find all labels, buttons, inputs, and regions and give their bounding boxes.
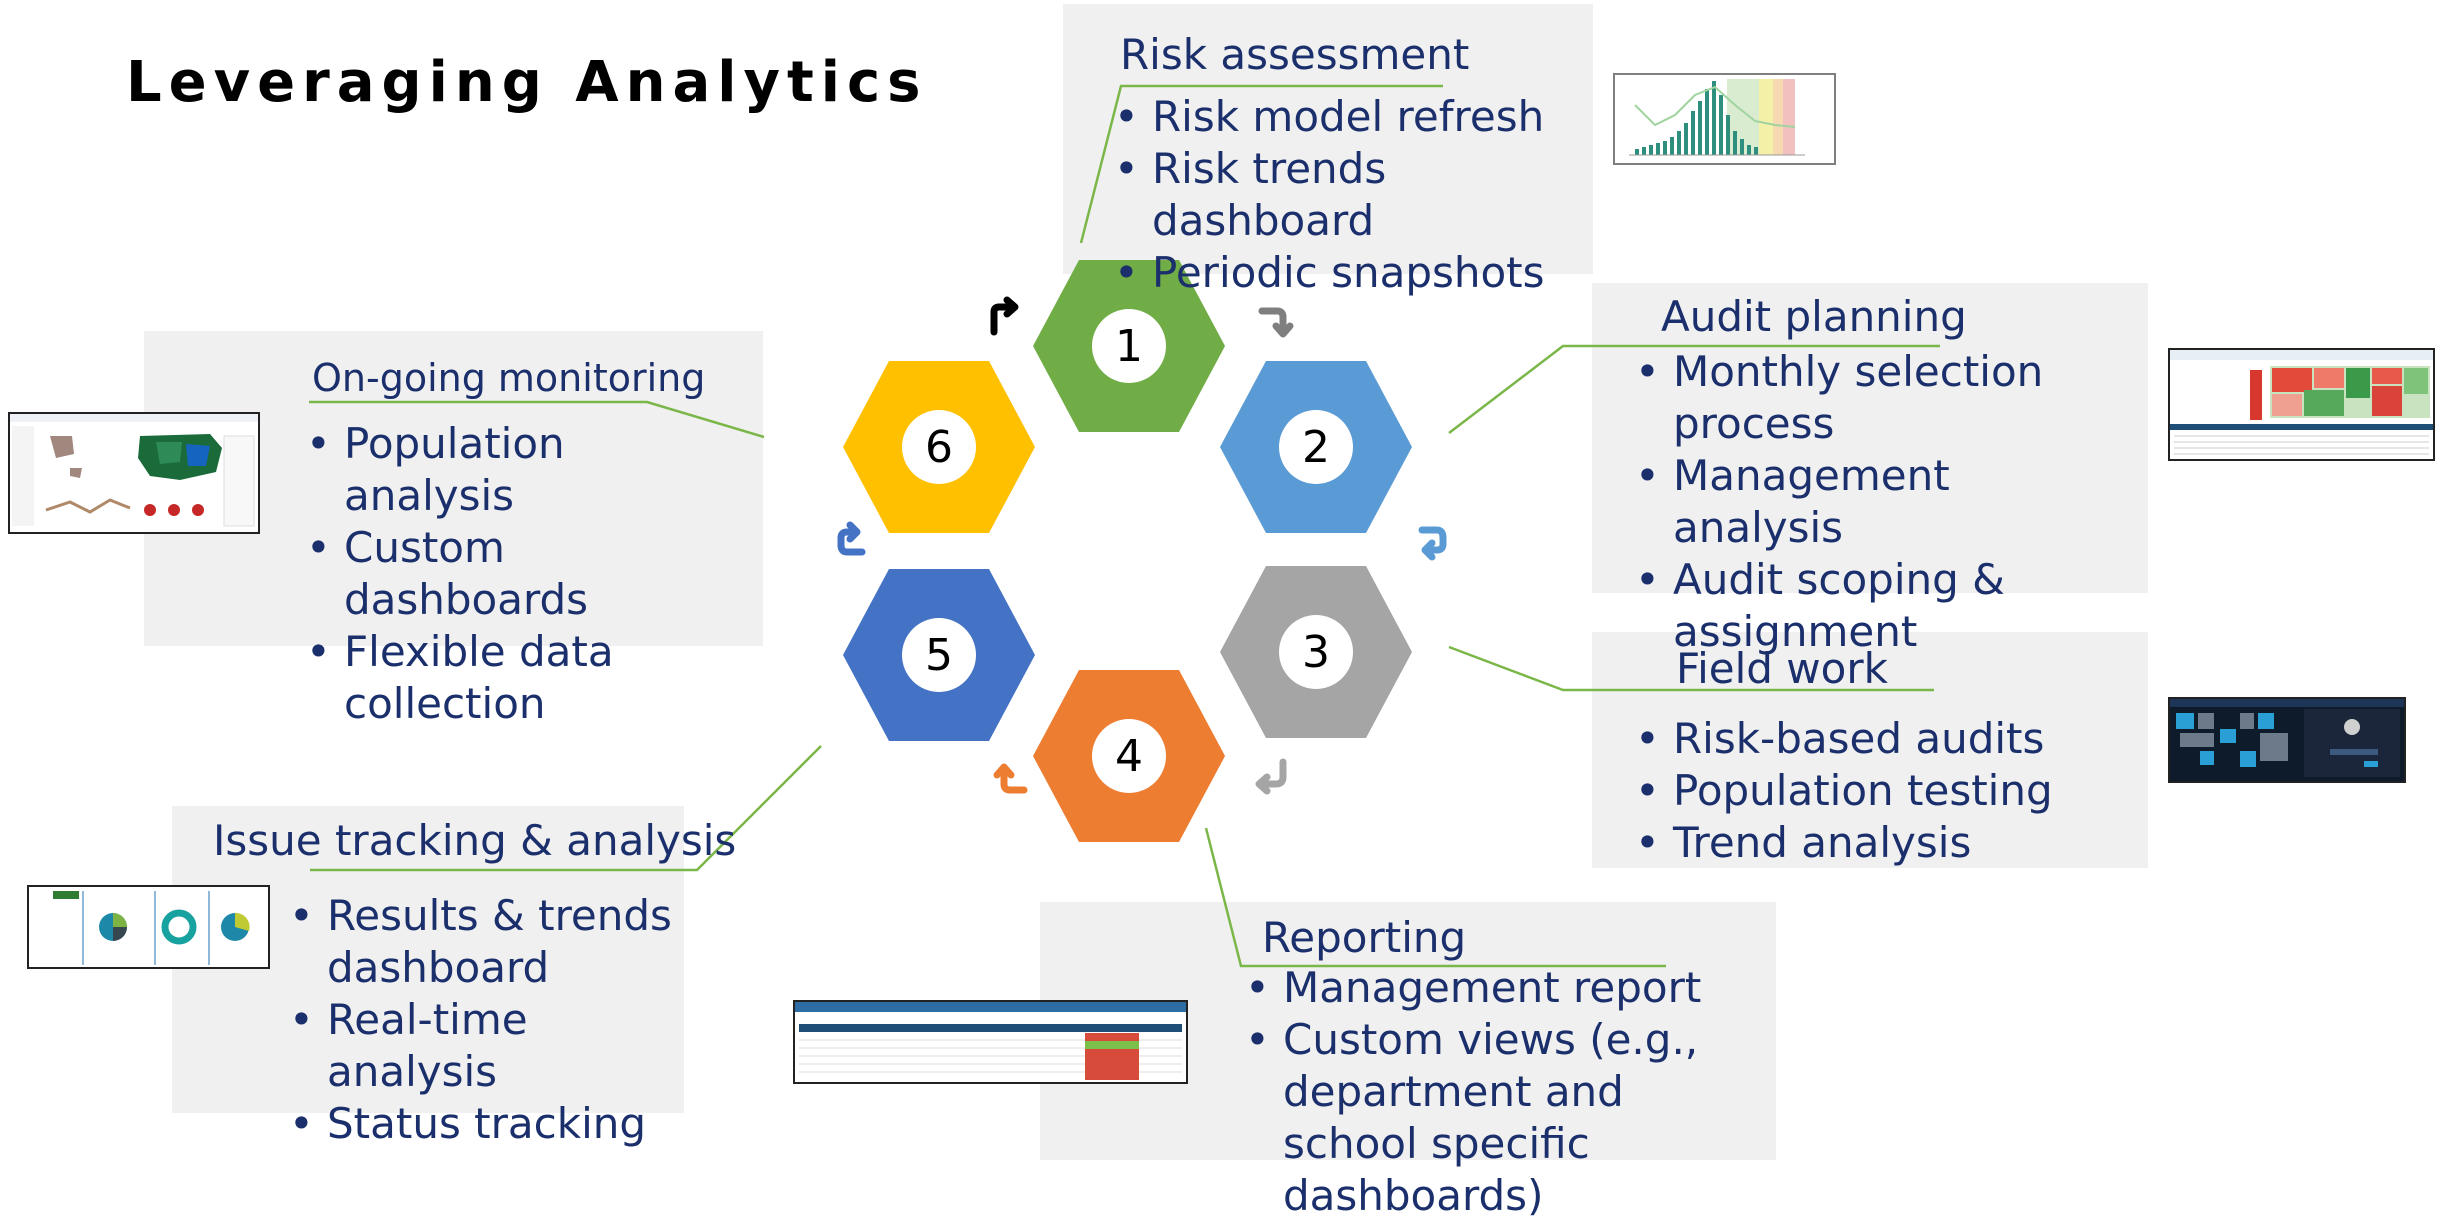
audit-planning-list: Monthly selection process Management ana… <box>1635 346 2125 658</box>
field-work-heading: Field work <box>1676 644 1888 693</box>
curved-arrow-icon <box>1258 307 1294 338</box>
fieldwork-app-thumbnail <box>2168 697 2406 783</box>
list-item: Population testing <box>1635 765 2135 817</box>
reporting-heading: Reporting <box>1262 913 1467 962</box>
list-item: Custom views (e.g., department and schoo… <box>1245 1014 1765 1222</box>
list-item: Flexible data collection <box>306 626 746 730</box>
list-item: Monthly selection process <box>1635 346 2125 450</box>
pie-dashboard-thumbnail <box>27 885 270 969</box>
hexagon-3-number: 3 <box>1302 627 1330 678</box>
page-title: Leveraging Analytics <box>126 50 928 115</box>
hexagon-4-number: 4 <box>1115 731 1143 782</box>
hexagon-6: 6 <box>843 361 1035 533</box>
risk-assessment-list: Risk model refresh Risk trends dashboard… <box>1114 91 1594 299</box>
report-table-thumbnail <box>793 1000 1188 1084</box>
list-item: Management analysis <box>1635 450 2125 554</box>
reporting-list: Management report Custom views (e.g., de… <box>1245 962 1765 1222</box>
fieldwork-connector-line <box>1448 645 1934 692</box>
list-item: Risk model refresh <box>1114 91 1594 143</box>
hexagon-4: 4 <box>1033 670 1225 842</box>
risk-connector-line <box>1079 84 1443 244</box>
hexagon-1: 1 <box>1033 260 1225 432</box>
hexagon-6-number: 6 <box>925 422 953 473</box>
field-work-list: Risk-based audits Population testing Tre… <box>1635 713 2135 869</box>
hexagon-1-number: 1 <box>1115 321 1143 372</box>
hexagon-5-number: 5 <box>925 630 953 681</box>
hexagon-2-number: 2 <box>1302 422 1330 473</box>
list-item: Real-time analysis <box>289 994 679 1098</box>
hexagon-5: 5 <box>843 569 1035 741</box>
list-item: Status tracking <box>289 1098 679 1150</box>
map-dashboard-thumbnail <box>8 412 260 534</box>
list-item: Audit scoping & assignment <box>1635 554 2125 658</box>
issue-tracking-heading: Issue tracking & analysis <box>213 816 737 865</box>
list-item: Population analysis <box>306 418 746 522</box>
curved-arrow-icon <box>1255 758 1287 795</box>
list-item: Custom dashboards <box>306 522 746 626</box>
list-item: Periodic snapshots <box>1114 247 1594 299</box>
heatmap-dashboard-thumbnail <box>2168 348 2435 461</box>
issue-tracking-list: Results & trends dashboard Real-time ana… <box>289 890 679 1150</box>
issues-connector-line <box>310 745 822 872</box>
risk-assessment-heading: Risk assessment <box>1120 30 1470 79</box>
curved-arrow-icon <box>1418 526 1447 561</box>
list-item: Risk-based audits <box>1635 713 2135 765</box>
risk-chart-thumbnail <box>1613 73 1836 165</box>
list-item: Trend analysis <box>1635 817 2135 869</box>
audit-planning-heading: Audit planning <box>1661 292 1967 341</box>
curved-arrow-icon <box>990 296 1019 336</box>
curved-arrow-icon <box>837 521 866 556</box>
list-item: Management report <box>1245 962 1765 1014</box>
list-item: Results & trends dashboard <box>289 890 679 994</box>
curved-arrow-icon <box>993 763 1028 794</box>
monitoring-list: Population analysis Custom dashboards Fl… <box>306 418 746 730</box>
list-item: Risk trends dashboard <box>1114 143 1594 247</box>
monitoring-heading: On-going monitoring <box>312 356 706 400</box>
hexagon-2: 2 <box>1220 361 1412 533</box>
hexagon-3: 3 <box>1220 566 1412 738</box>
